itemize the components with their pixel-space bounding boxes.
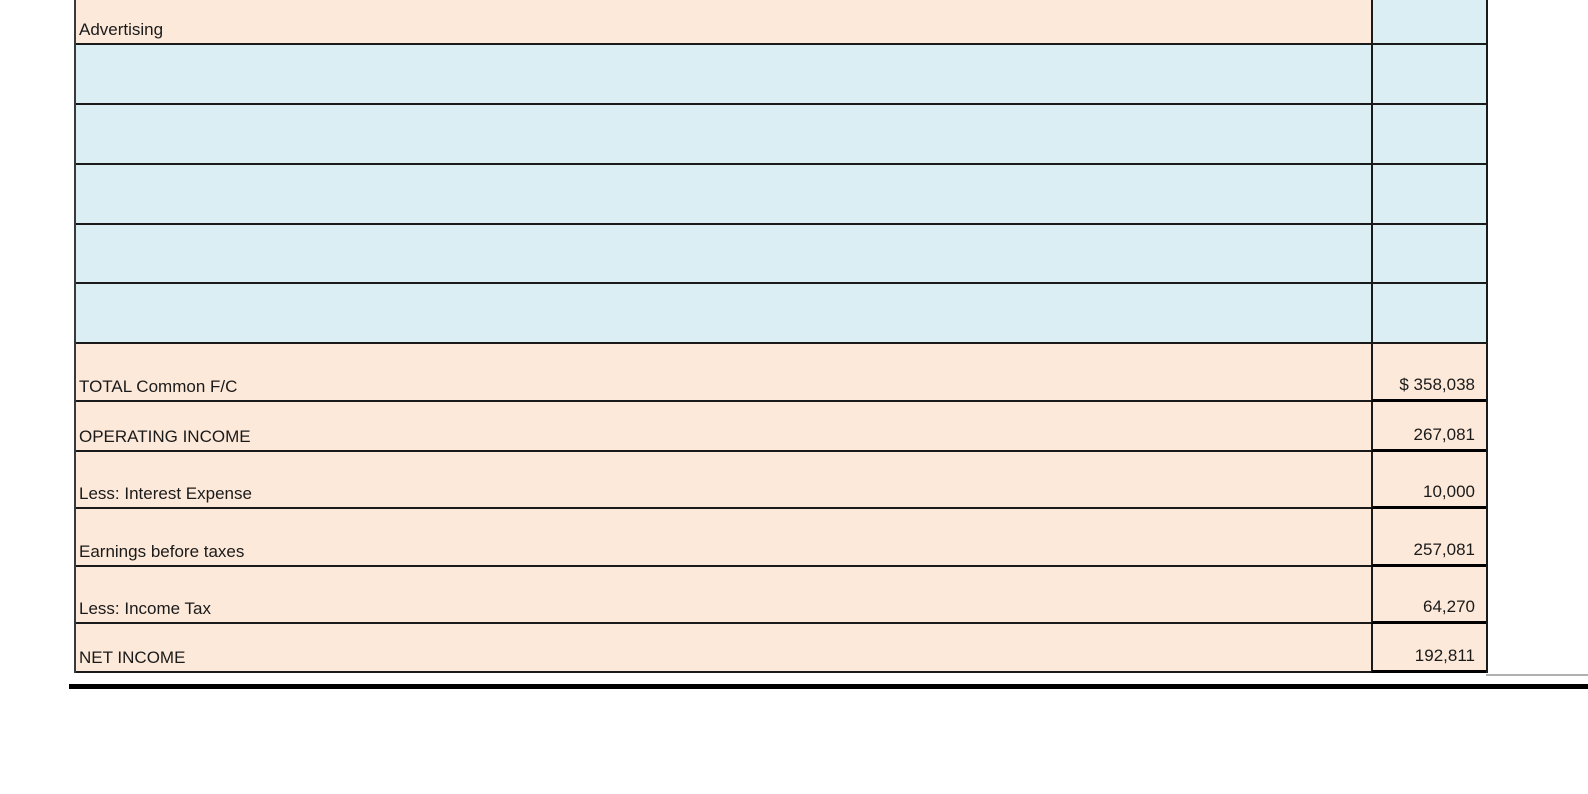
cell-label-empty[interactable] [76,284,1371,344]
cell-label-total-common-fc[interactable]: TOTAL Common F/C [76,344,1371,402]
cell-value-operating-income[interactable]: 267,081 [1371,402,1486,452]
bottom-separator-line [69,684,1588,689]
cell-label-advertising[interactable]: Advertising [76,0,1371,45]
table-row-earnings-before-taxes: Earnings before taxes 257,081 [76,509,1486,567]
cell-value-empty[interactable] [1371,165,1486,225]
table-row-total-common-fc: TOTAL Common F/C $ 358,038 [76,344,1486,402]
cell-value-empty[interactable] [1371,45,1486,105]
table-row-advertising: Advertising [76,0,1486,45]
cell-value-interest-expense[interactable]: 10,000 [1371,452,1486,509]
cell-value-empty[interactable] [1371,225,1486,284]
cell-label-net-income[interactable]: NET INCOME [76,624,1371,673]
table-row-empty [76,225,1486,284]
table-row-empty [76,284,1486,344]
table-row-interest-expense: Less: Interest Expense 10,000 [76,452,1486,509]
table-row-net-income: NET INCOME 192,811 [76,624,1486,673]
cell-value-total-common-fc[interactable]: $ 358,038 [1371,344,1486,402]
cell-label-income-tax[interactable]: Less: Income Tax [76,567,1371,624]
cell-label-earnings-before-taxes[interactable]: Earnings before taxes [76,509,1371,567]
cell-label-interest-expense[interactable]: Less: Interest Expense [76,452,1371,509]
cell-label-empty[interactable] [76,45,1371,105]
cell-label-empty[interactable] [76,165,1371,225]
income-statement-table: Advertising TOTAL Common F/C $ 358,038 [74,0,1488,673]
table-row-empty [76,45,1486,105]
table-row-empty [76,105,1486,165]
cell-value-earnings-before-taxes[interactable]: 257,081 [1371,509,1486,567]
row-gridline-continuation [1486,674,1588,676]
table-row-income-tax: Less: Income Tax 64,270 [76,567,1486,624]
table-row-operating-income: OPERATING INCOME 267,081 [76,402,1486,452]
cell-value-net-income[interactable]: 192,811 [1371,624,1486,673]
cell-value-advertising[interactable] [1371,0,1486,45]
cell-label-empty[interactable] [76,225,1371,284]
cell-value-income-tax[interactable]: 64,270 [1371,567,1486,624]
cell-value-empty[interactable] [1371,105,1486,165]
cell-label-empty[interactable] [76,105,1371,165]
cell-label-operating-income[interactable]: OPERATING INCOME [76,402,1371,452]
table-row-empty [76,165,1486,225]
cell-value-empty[interactable] [1371,284,1486,344]
